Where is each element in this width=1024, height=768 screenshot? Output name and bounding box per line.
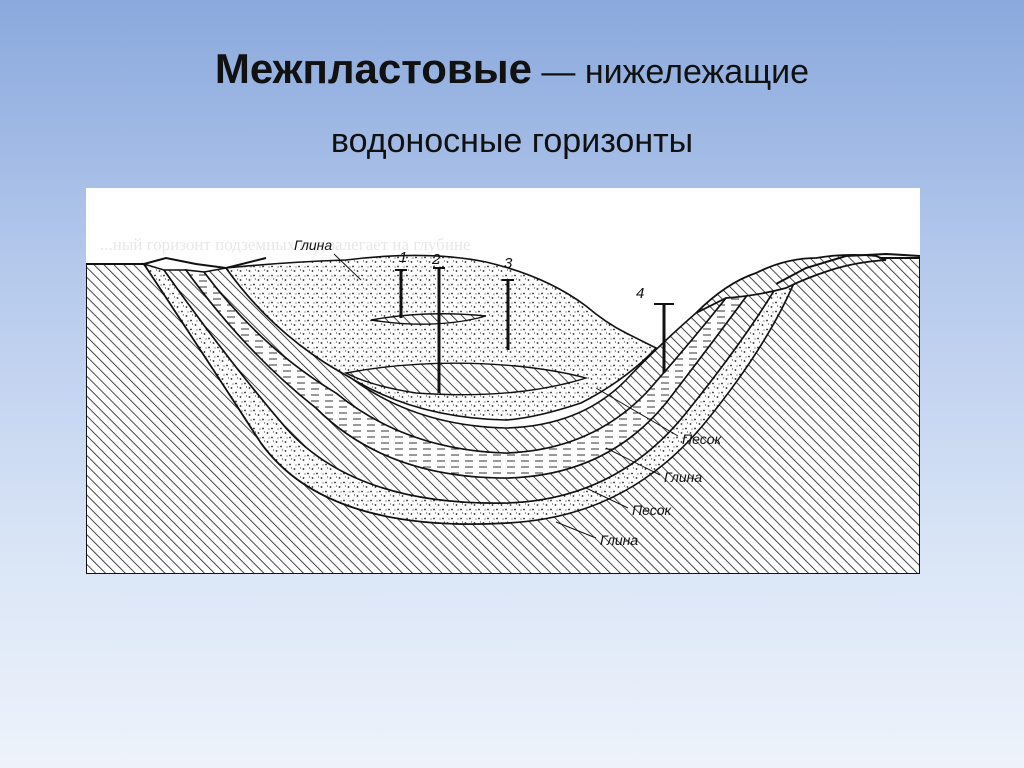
label-clay-top: Глина: [294, 237, 332, 253]
well-4-label: 4: [636, 285, 644, 302]
aquifer-cross-section: ...ный горизонт подземных вод залегает н…: [86, 188, 920, 574]
label-clay-2: Глина: [600, 532, 638, 548]
aquifer-diagram: ...ный горизонт подземных вод залегает н…: [86, 188, 920, 574]
title-line-2: водоносные горизонты: [0, 110, 1024, 172]
title-bold-word: Межпластовые: [215, 45, 532, 92]
slide-title: Межпластовые — нижележащие водоносные го…: [0, 38, 1024, 172]
well-3-label: 3: [504, 255, 513, 272]
label-clay-1: Глина: [664, 469, 702, 485]
well-2-label: 2: [431, 251, 441, 268]
svg-text:...ный горизонт подземных вод: ...ный горизонт подземных вод залегает н…: [100, 235, 471, 254]
title-line-1: Межпластовые — нижележащие: [0, 38, 1024, 110]
title-dash: —: [532, 53, 585, 91]
title-rest: нижележащие: [585, 53, 809, 91]
label-sand-2: Песок: [632, 502, 673, 518]
well-1-label: 1: [399, 249, 407, 266]
label-sand-1: Песок: [682, 431, 723, 447]
